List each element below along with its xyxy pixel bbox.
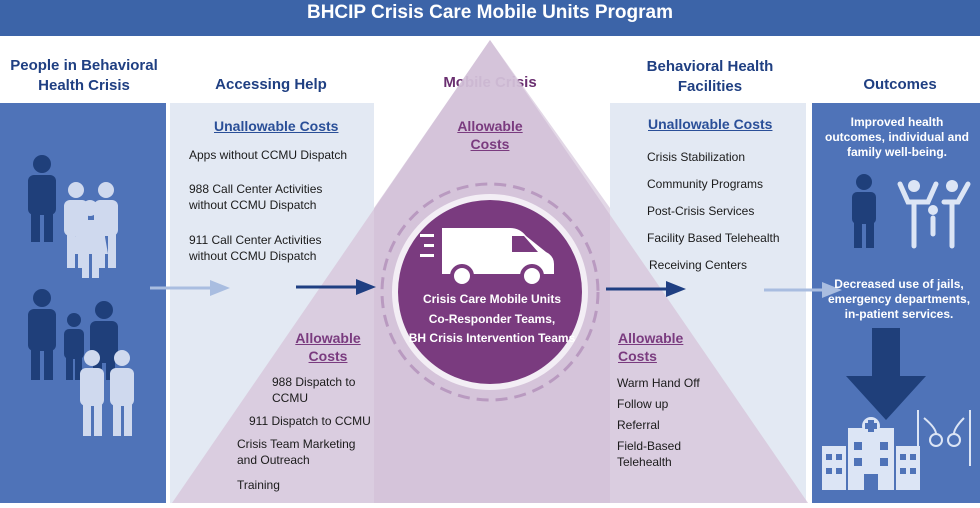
facilities-unallowable-title: Unallowable Costs <box>648 116 773 132</box>
outcome-item: Improved health outcomes, individual and… <box>824 115 970 159</box>
facilities-unallowable-item: Facility Based Telehealth <box>647 231 780 245</box>
facilities-allowable-item: Referral <box>617 418 660 432</box>
column-heading-outcomes: Outcomes <box>863 76 937 93</box>
access-allowable-title: Allowable Costs <box>295 330 361 364</box>
access-allowable-item: Training <box>237 478 280 492</box>
van-icon <box>420 228 554 288</box>
circle-line: Co-Responder Teams, <box>428 312 556 326</box>
hospital-icon <box>822 417 920 490</box>
facilities-allowable-title: Allowable Costs <box>618 330 684 364</box>
page-title: BHCIP Crisis Care Mobile Units Program <box>306 2 674 23</box>
access-unallowable-item: 988 Call Center Activities without CCMU … <box>189 182 323 212</box>
access-allowable-item: 988 Dispatch to CCMU <box>272 375 356 405</box>
facilities-allowable-item: Field-Based Telehealth <box>617 439 682 469</box>
arrow-access-to-mobile <box>296 279 376 295</box>
column-heading-facilities: Behavioral Health Facilities <box>646 58 774 95</box>
title-banner <box>0 0 980 36</box>
down-arrow-icon <box>846 328 926 420</box>
people-panel <box>0 103 166 503</box>
access-allowable-item: 911 Dispatch to CCMU <box>249 414 371 428</box>
facilities-unallowable-item: Receiving Centers <box>649 258 748 272</box>
arrow-people-to-access <box>150 280 230 296</box>
family-icon <box>852 174 971 249</box>
column-heading-people: People in Behavioral Health Crisis <box>10 57 158 94</box>
circle-line: Crisis Care Mobile Units <box>422 292 562 306</box>
circle-line: BH Crisis Intervention Teams <box>408 331 576 345</box>
facilities-unallowable-item: Community Programs <box>647 177 764 191</box>
jail-icon <box>917 410 971 466</box>
outcomes-panel <box>812 103 980 503</box>
column-heading-access: Accessing Help <box>215 76 327 93</box>
access-allowable-item: Crisis Team Marketing and Outreach <box>237 437 356 467</box>
access-unallowable-title: Unallowable Costs <box>214 118 339 134</box>
outcome-item: Decreased use of jails, emergency depart… <box>827 277 971 321</box>
facilities-unallowable-item: Post-Crisis Services <box>647 204 755 218</box>
arrow-facilities-to-outcomes <box>764 282 842 298</box>
people-group-icon <box>28 155 134 436</box>
facilities-unallowable-item: Crisis Stabilization <box>647 150 746 164</box>
access-unallowable-item: 911 Call Center Activities without CCMU … <box>189 233 322 263</box>
access-unallowable-item: Apps without CCMU Dispatch <box>189 148 348 162</box>
arrow-mobile-to-facilities <box>606 281 686 297</box>
facilities-allowable-item: Follow up <box>617 397 669 411</box>
facilities-allowable-item: Warm Hand Off <box>617 376 700 390</box>
mobile-allowable-title: Allowable Costs <box>457 118 523 152</box>
